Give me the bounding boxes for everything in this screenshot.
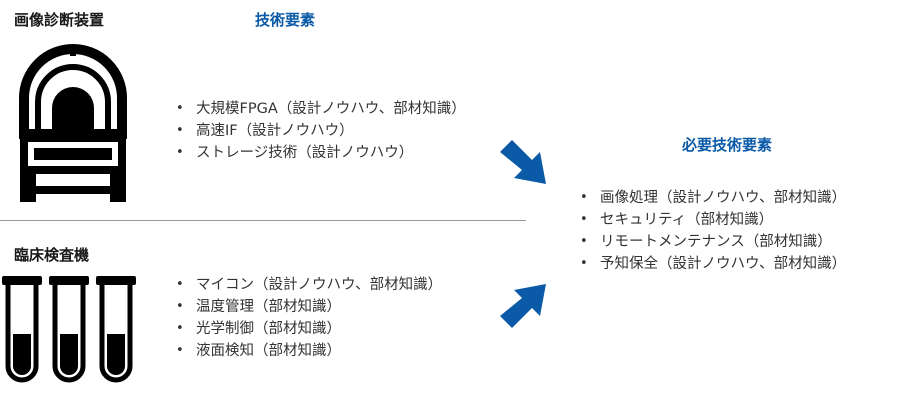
arrow-down-right-icon xyxy=(500,140,546,184)
list-item: 大規模FPGA（設計ノウハウ、部材知識） xyxy=(172,98,466,120)
tech-elements-heading: 技術要素 xyxy=(255,11,316,29)
list-item: マイコン（設計ノウハウ、部材知識） xyxy=(172,274,442,296)
arrow-up-right-icon xyxy=(500,284,546,328)
list-item: ストレージ技術（設計ノウハウ） xyxy=(172,142,466,164)
list-item: 画像処理（設計ノウハウ、部材知識） xyxy=(576,187,846,209)
lab-tech-list: マイコン（設計ノウハウ、部材知識） 温度管理（部材知識） 光学制御（部材知識） … xyxy=(172,274,442,362)
required-tech-title: 必要技術要素 xyxy=(682,136,773,154)
lab-instrument-title: 臨床検査機 xyxy=(14,246,90,264)
section-divider xyxy=(0,220,526,221)
list-item: 高速IF（設計ノウハウ） xyxy=(172,120,466,142)
list-item: 予知保全（設計ノウハウ、部材知識） xyxy=(576,253,846,275)
list-item: 温度管理（部材知識） xyxy=(172,296,442,318)
list-item: 液面検知（部材知識） xyxy=(172,340,442,362)
list-item: セキュリティ（部材知識） xyxy=(576,209,846,231)
list-item: 光学制御（部材知識） xyxy=(172,318,442,340)
required-tech-list: 画像処理（設計ノウハウ、部材知識） セキュリティ（部材知識） リモートメンテナン… xyxy=(576,187,846,275)
imaging-device-title: 画像診断装置 xyxy=(14,11,105,29)
imaging-tech-list: 大規模FPGA（設計ノウハウ、部材知識） 高速IF（設計ノウハウ） ストレージ技… xyxy=(172,98,466,164)
mri-scanner-icon xyxy=(19,44,127,202)
test-tubes-icon xyxy=(2,276,136,383)
list-item: リモートメンテナンス（部材知識） xyxy=(576,231,846,253)
